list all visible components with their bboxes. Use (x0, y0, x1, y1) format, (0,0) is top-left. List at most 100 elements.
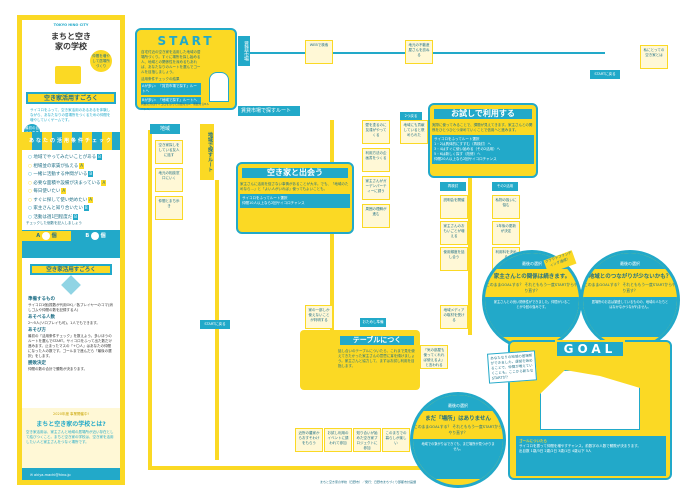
meet-section: 空き家と出会う 家主さんに活用を促さない事情があることが大半。でも、「地域のため… (236, 162, 354, 234)
meet-dice: サイコロをふってルート選択仲間10人以上なら2回サイコロチャンス (240, 194, 350, 208)
rule-text: 最初の「活用条件チェック」を数えよう。多いほうのルートを選んでSTART。サイコ… (28, 334, 112, 358)
branch-use: その2活用 (492, 182, 518, 191)
email-link[interactable]: ✉ akiya-machi@hino.jp (30, 473, 71, 477)
trial-section: お試しで利用する 実際に使ってみることで、課題が見えてきます。家主さんとの関係を… (428, 103, 538, 178)
count-note: チェックした個数を記入しましょう (26, 221, 82, 225)
board-square: 私物の扱いに悩む (492, 195, 520, 219)
goal-title: GOAL (555, 340, 625, 358)
board-square: 仲間とまち歩き (155, 196, 183, 220)
board-square: 利用方法の企画書をつくる (362, 148, 390, 172)
about-box: 2020年度 事業開催中! まちと空き家の学校とは? 空き家活用は、家主さんと地… (22, 408, 120, 468)
rules-title: 空き家活用すごろく (30, 264, 112, 275)
book-house-icon (55, 66, 81, 84)
board-square: 地域メディアの取材を受ける (440, 305, 468, 329)
path (330, 120, 334, 370)
rules-list: 準備するもの サイコロ1個(振数が代用OK)／各プレイヤーのコマ(消しゴムや仲間… (22, 295, 120, 374)
start-check-label: 活用条件チェックの結果 (141, 77, 180, 81)
option-b-button[interactable]: Bが多い：「地域で探す」ルートへ (141, 97, 201, 104)
rule-heading: 勝敗決定 (28, 361, 46, 366)
goal-note: あなたなりの地域の居場所ができました。運営を始めることで、仲間が増えていくことも… (487, 350, 537, 384)
board-square: 家主さんがガーデンパーティーに誘う (362, 176, 390, 200)
back-to-start-label: STARTに戻る (590, 70, 620, 79)
table-title: テーブルにつく (338, 334, 416, 347)
board-square: お試し利用のイベントに誘われて参加 (324, 428, 352, 452)
board-square: 「気の部屋も使ってくれれば使えるよ」と言われる (420, 345, 448, 369)
trial-text: 実際に使ってみることで、課題が見えてきます。家主さんとの関係をひとつひとつ深めて… (432, 123, 533, 132)
board-square: 地域にも貢献していると褒められた (400, 120, 428, 144)
rental-route-label: 賃貸市場で探すルート (238, 106, 300, 116)
rule-text: サイコロ1個(振数が代用OK)／各プレイヤーのコマ(消しゴムや仲間の数を記録する… (28, 303, 113, 312)
table-text: 話し合いのテーブルについたら、これまで見を使えてきたかった家主さんの意思に耳を傾… (338, 349, 415, 368)
board-square: 地元の不動産屋さんを訪ねる (405, 40, 433, 64)
branch-review: 再検討 (440, 182, 466, 191)
rule-heading: あそべる人数 (28, 315, 55, 320)
board-square: 壁を塗るのに友達がやってくる (362, 120, 390, 144)
board-square: 使用頻度を話し合う (440, 247, 468, 271)
prep-label: おためし準備 (360, 318, 386, 327)
option-a-button[interactable]: Aが多い：「賃貸市場で探す」ルートへ (141, 83, 201, 95)
final-choice-circle: 最後の選択地域とのつながりが少ないかも？このままGOALする？ それとももう一度… (580, 250, 680, 350)
path (468, 175, 472, 335)
board-square: 知り合いが始めた空き家プロジェクトに参加 (353, 428, 381, 452)
rule-text: 2～5人(ソロプレイも可)。1人でもできます。 (28, 321, 100, 325)
board-square: WEBで検索 (305, 40, 333, 64)
board-square: 近所の農家からおすそわけをもらう (295, 428, 323, 452)
two-back-label: 2つ戻る (400, 112, 422, 120)
goal-footer: ゴールについたら サイコロを振って仲間を増やすチャンス。前数字の人数で勝敗が決ま… (516, 436, 666, 476)
local-tab: 地域 (150, 124, 180, 134)
check-title: あなたの活用条件チェック (28, 138, 113, 144)
start-text: 自宅付近の空き家を活用した地域の居場所づくり。すぐに場所を探し始める人、地域との… (141, 50, 201, 74)
path (148, 466, 488, 470)
rules-panel: 空き家活用すごろく 準備するもの サイコロ1個(振数が代用OK)／各プレイヤーの… (22, 258, 120, 468)
rule-text: 仲間の数の合計で勝敗が決まります。 (28, 367, 88, 371)
game-title-banner: 空き家活用すごろく (26, 92, 116, 104)
left-panel-top: TOKYO HINO CITY まちと空き家の学校 仲間を増やして居場所づくり … (22, 20, 120, 230)
intro-text: サイコロをふって、空き家活用のあるあるを体験しながら、あなたなりの居場所をつくる… (30, 108, 111, 122)
logo: まちと空き家の学校 (51, 32, 91, 51)
board-square: このまちでの暮らしが楽しい (382, 428, 410, 452)
rental-tab: 賃貸市場 (238, 36, 250, 66)
board-square: 周囲の理解が進む (362, 204, 390, 228)
rule-heading: あそび方 (28, 328, 46, 333)
credits: まちと空き家の学校（日野市）／発行：日野市まちづくり部都市計画課 (320, 480, 417, 484)
start-note: 同数の方はサイコロをふって奇数ならA、偶数ならBルートへ (141, 102, 210, 111)
bubble: 仲間を増やして居場所づくり (90, 50, 112, 72)
about-badge: 2020年度 事業開催中! (53, 412, 89, 416)
trial-title: お試しで利用する (432, 107, 534, 121)
rule-heading: 準備するもの (28, 297, 55, 302)
start-box: START 自宅付近の空き家を活用した地域の居場所づくり。すぐに場所を探し始める… (135, 28, 237, 111)
person-illustration (209, 72, 229, 102)
board-square: 家の一部しか使えないことが判明する (305, 305, 333, 329)
back-to-start-label: STARTに戻る (200, 320, 230, 329)
table-section: テーブルにつく 話し合いのテーブルについたら、これまで見を使えてきたかった家主さ… (300, 330, 420, 390)
count-a[interactable]: A 個 (22, 231, 71, 241)
meet-text: 家主さんに活用を促さない事情があることが大半。でも、「地域のためなら…」と「よい… (240, 182, 349, 191)
board-square: 1年後の更新が決定 (492, 221, 520, 245)
about-text: 空き家活用は、家主さんと地域の居場所が近い存在として結びつくこと。まちと空き家の… (26, 430, 114, 444)
board-square: 空き家探しをしている友人に話す (155, 140, 183, 164)
house-illustration (540, 370, 640, 430)
meet-title: 空き家と出会う (240, 166, 350, 180)
count-b[interactable]: B 個 (71, 231, 120, 241)
start-title: START (157, 34, 215, 48)
final-choice-circle: 最後の選択まだ「場所」はありませんこのままGOALする？ それとももう一度STA… (410, 392, 506, 488)
path (148, 130, 152, 470)
board-square: 家主さんのおもいごとが増える (440, 221, 468, 245)
check-title-bar: あなたの活用条件チェック (22, 132, 120, 150)
about-title: まちと空き家の学校とは? (36, 421, 106, 428)
board-square: 説明会を開催 (440, 195, 468, 219)
count-row: A 個 B 個 (22, 231, 120, 241)
local-route-label: 地域で探すルート (200, 124, 214, 180)
board-square: 私にとっての空き家とは (640, 45, 668, 69)
board-square: 地元の相談窓口にいく (155, 168, 183, 192)
